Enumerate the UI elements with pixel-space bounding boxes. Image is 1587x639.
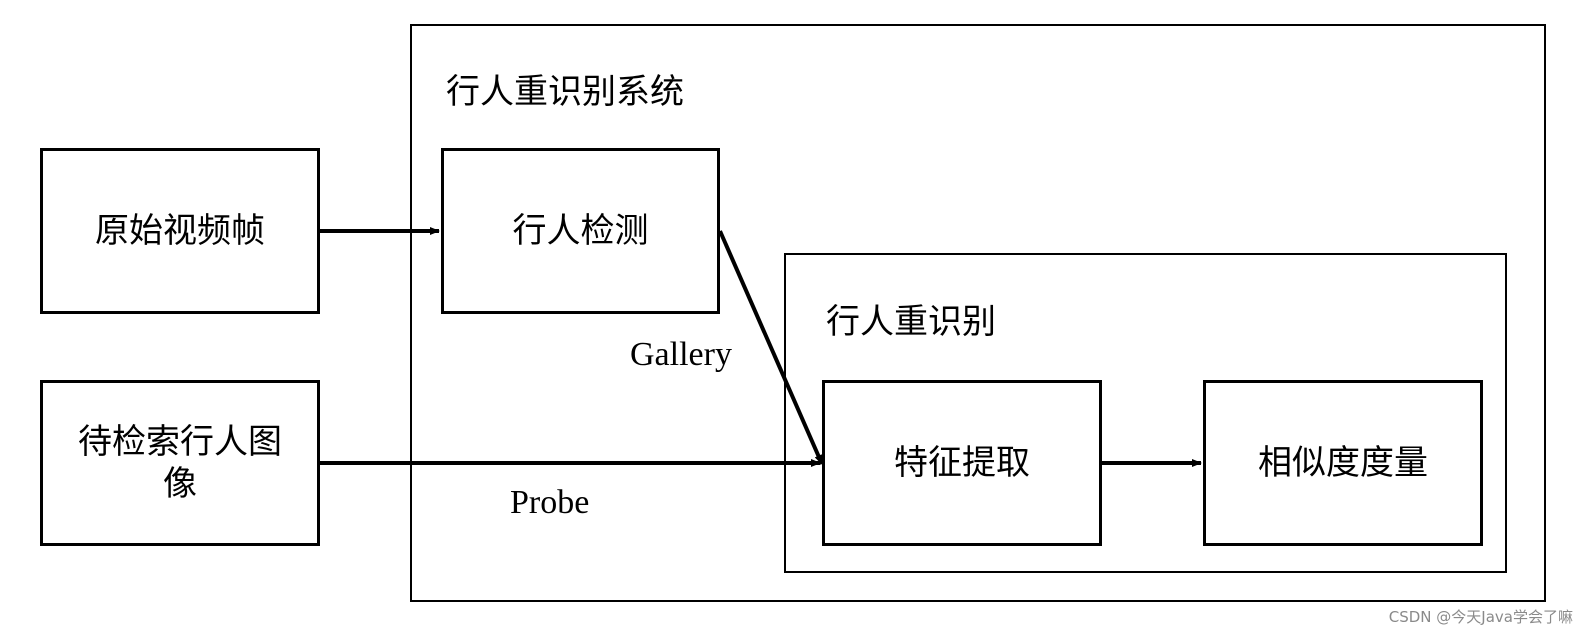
gallery-label: Gallery [630,336,732,373]
query-image-label: 待检索行人图像 [78,421,282,505]
watermark-text: CSDN @今天Java学会了嘛 [1388,608,1573,626]
reid-title: 行人重识别 [826,302,996,342]
probe-label: Probe [510,484,590,521]
feature-extraction-label: 特征提取 [894,442,1030,483]
raw-video-label: 原始视频帧 [95,210,265,251]
system-title: 行人重识别系统 [446,72,684,112]
pedestrian-detection-label: 行人检测 [512,210,649,251]
raw-video-node: 原始视频帧 [40,148,320,314]
query-image-node: 待检索行人图像 [40,380,320,546]
similarity-measure-node: 相似度度量 [1203,380,1483,546]
similarity-measure-label: 相似度度量 [1258,442,1428,483]
gallery-arrow [718,230,824,465]
pedestrian-detection-node: 行人检测 [441,148,720,314]
reid-frame [784,253,1507,573]
system-frame [410,24,1546,602]
